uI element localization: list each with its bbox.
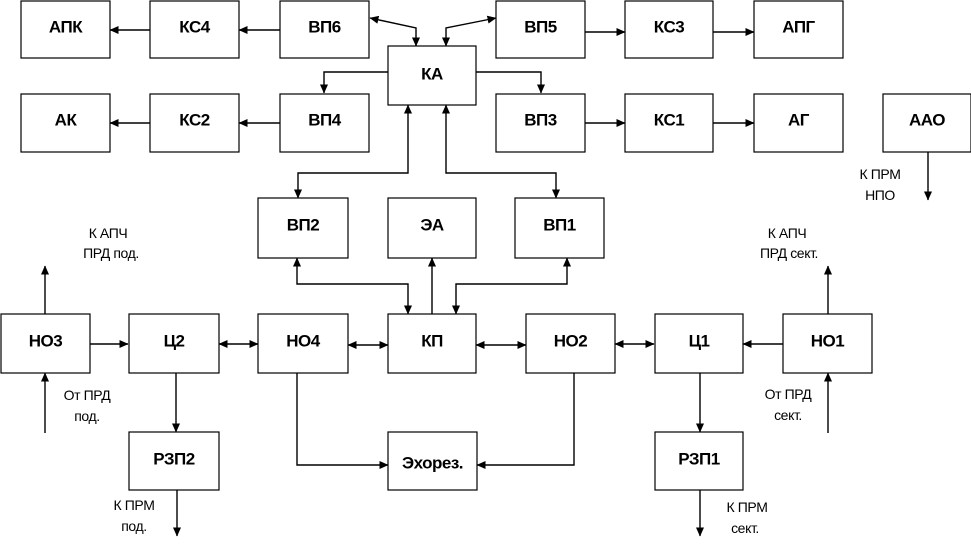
arrow-vp6-ka [369, 15, 420, 47]
note-from-prd-pod-line1: От ПРД [64, 387, 112, 403]
note-to-prm-pod-line2: под. [121, 518, 147, 534]
block-vp4: ВП4 [279, 93, 370, 153]
note-to-apch-sekt-line2: ПРД сект. [760, 245, 818, 261]
block-label: НО2 [554, 332, 588, 351]
block-label: НО4 [286, 332, 321, 351]
block-no2: НО2 [525, 313, 616, 374]
block-ks4: КС4 [149, 0, 240, 59]
arrow-ka-vp1 [442, 104, 560, 199]
block-label: Эхорез. [402, 454, 463, 473]
block-no1: НО1 [782, 313, 873, 374]
connections [41, 15, 932, 537]
annotations: К ПРМ НПО К АПЧ ПРД под. К АПЧ ПРД сект.… [64, 166, 901, 536]
block-label: НО3 [29, 332, 63, 351]
block-ka: КА [387, 45, 477, 106]
note-to-prm-npo-line1: К ПРМ [860, 166, 901, 182]
arrow-vp5-ka [442, 15, 497, 47]
block-ks1: КС1 [624, 93, 714, 153]
note-to-prm-sekt-line2: сект. [731, 520, 759, 536]
block-no4: НО4 [257, 313, 349, 374]
note-to-apch-pod-line1: К АПЧ [89, 225, 128, 241]
block-label: РЗП2 [153, 450, 194, 469]
block-ks3: КС3 [624, 0, 714, 59]
block-vp3: ВП3 [495, 93, 586, 153]
note-to-prm-sekt-line1: К ПРМ [727, 499, 768, 515]
block-label: Ц1 [689, 332, 710, 351]
block-label: НО1 [811, 332, 845, 351]
block-kp: КП [387, 313, 477, 374]
block-c2: Ц2 [128, 313, 220, 374]
block-aao: ААО [882, 93, 971, 153]
block-label: КС4 [179, 18, 210, 37]
block-label: ВП1 [543, 216, 575, 235]
block-echo: Эхорез. [387, 431, 478, 491]
block-ea: ЭА [387, 197, 477, 259]
block-label: ААО [909, 111, 945, 130]
arrow-vp2-kp [293, 257, 412, 315]
block-label: КС3 [654, 18, 684, 37]
block-label: КС2 [179, 111, 209, 130]
block-label: КС1 [654, 111, 684, 130]
block-label: РЗП1 [678, 450, 719, 469]
block-label: КП [421, 332, 443, 351]
block-vp5: ВП5 [495, 0, 586, 59]
block-label: АГ [788, 111, 810, 130]
block-label: Ц2 [164, 332, 185, 351]
note-to-prm-npo-line2: НПО [865, 187, 895, 203]
note-to-prm-pod-line1: К ПРМ [114, 497, 155, 513]
block-label: ВП3 [524, 111, 556, 130]
block-label: ВП5 [524, 18, 556, 37]
block-ak: АК [20, 93, 111, 153]
note-from-prd-sekt-line2: сект. [774, 407, 802, 423]
block-label: ВП2 [287, 216, 319, 235]
arrow-no4-echo [296, 373, 389, 469]
note-to-apch-sekt-line1: К АПЧ [768, 225, 807, 241]
block-label: ВП4 [308, 111, 341, 130]
block-rzp1: РЗП1 [654, 431, 744, 491]
note-from-prd-sekt-line1: От ПРД [765, 386, 813, 402]
block-apg: АПГ [753, 0, 844, 59]
block-label: АК [55, 111, 78, 130]
block-rzp2: РЗП2 [128, 431, 220, 491]
arrow-no2-echo [476, 373, 575, 469]
block-vp2: ВП2 [257, 197, 349, 259]
arrow-ka-vp4 [320, 71, 388, 94]
block-label: АПК [49, 18, 83, 37]
block-no3: НО3 [0, 313, 91, 374]
block-vp1: ВП1 [514, 197, 605, 259]
block-apk: АПК [20, 0, 111, 59]
arrow-vp1-kp [452, 257, 571, 315]
block-vp6: ВП6 [279, 0, 370, 59]
blocks: АПК КС4 ВП6 ВП5 КС3 АПГ КА АК КС2 ВП4 ВП… [0, 0, 971, 491]
block-label: ВП6 [308, 18, 340, 37]
note-to-apch-pod-line2: ПРД под. [83, 245, 139, 261]
arrow-ka-vp2 [294, 104, 412, 199]
block-label: КА [421, 65, 443, 84]
block-c1: Ц1 [654, 313, 744, 374]
block-ks2: КС2 [149, 93, 240, 153]
arrow-ka-vp3 [476, 71, 545, 94]
block-label: ЭА [420, 216, 444, 235]
block-ag: АГ [753, 93, 844, 153]
block-label: АПГ [782, 18, 815, 37]
note-from-prd-pod-line2: под. [74, 408, 100, 424]
